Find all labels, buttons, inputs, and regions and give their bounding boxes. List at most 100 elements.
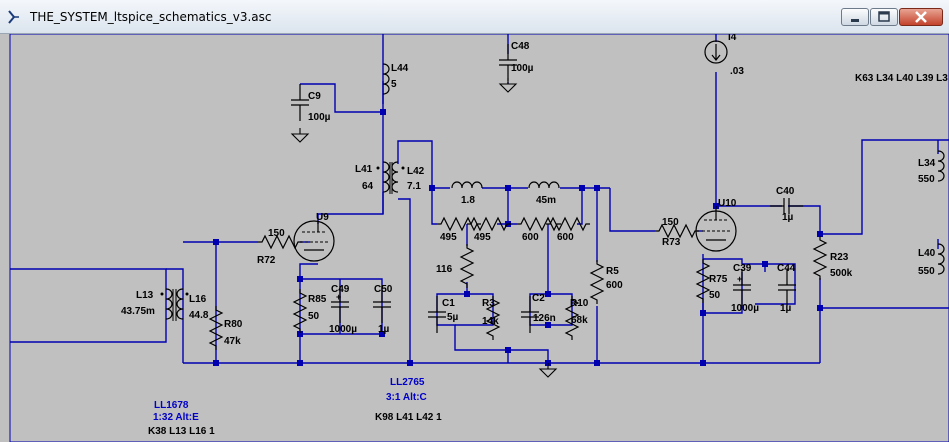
label-c2: C2 bbox=[532, 293, 545, 304]
label-c1: C1 bbox=[442, 298, 455, 309]
ltspice-app-icon bbox=[8, 10, 19, 24]
label-c39: C39 bbox=[733, 263, 752, 274]
maximize-button[interactable] bbox=[870, 8, 898, 26]
value-l41: 64 bbox=[362, 181, 374, 192]
label-l41: L41 bbox=[355, 164, 373, 175]
label-u9: U9 bbox=[316, 212, 329, 223]
label-l42: L42 bbox=[407, 166, 425, 177]
value-i4: .03 bbox=[730, 66, 744, 77]
ground-symbol-c48 bbox=[499, 77, 517, 93]
label-r23: R23 bbox=[830, 252, 849, 263]
value-r85: 50 bbox=[308, 311, 320, 322]
label-ll1678-ratio: 1:32 Alt:E bbox=[153, 412, 199, 423]
value-l13: 43.75m bbox=[121, 306, 155, 317]
label-l16: L16 bbox=[189, 294, 207, 305]
close-button[interactable] bbox=[899, 8, 943, 26]
resistor-filter-e[interactable] bbox=[460, 243, 474, 289]
ground-symbol-c9 bbox=[291, 127, 309, 143]
directive-k98: K98 L41 L42 1 bbox=[375, 412, 442, 423]
value-r75: 50 bbox=[709, 290, 721, 301]
value-c50: 1µ bbox=[378, 324, 390, 335]
value-resistor-filter-e: 116 bbox=[436, 264, 453, 275]
value-c1: 5µ bbox=[447, 312, 459, 323]
label-c9: C9 bbox=[308, 91, 321, 102]
directive-k63: K63 L34 L40 L39 L3 bbox=[855, 73, 948, 84]
schematic-canvas[interactable]: L44 5 C48 100µ I4 .03 C9 100µ L41 64 L42… bbox=[0, 34, 949, 442]
value-l42: 7.1 bbox=[407, 181, 421, 192]
triode-u9[interactable] bbox=[293, 220, 335, 262]
value-l40: 550 bbox=[918, 266, 935, 277]
value-c40: 1µ bbox=[782, 212, 794, 223]
directive-k38: K38 L13 L16 1 bbox=[148, 426, 215, 437]
capacitor-c9[interactable] bbox=[290, 83, 310, 122]
value-r80: 47k bbox=[224, 336, 241, 347]
inductor-l40[interactable] bbox=[937, 243, 945, 275]
label-r73: R73 bbox=[662, 237, 681, 248]
label-ll1678: LL1678 bbox=[154, 400, 189, 411]
inductor-filter-1[interactable] bbox=[451, 181, 483, 189]
inductor-l34[interactable] bbox=[937, 150, 945, 182]
sheet-border bbox=[9, 34, 949, 442]
label-c44: C44 bbox=[777, 263, 796, 274]
label-c48: C48 bbox=[511, 41, 530, 52]
label-r5: R5 bbox=[606, 266, 619, 277]
close-icon bbox=[915, 11, 927, 23]
label-r72: R72 bbox=[257, 255, 276, 266]
label-c49: C49 bbox=[331, 284, 350, 295]
label-r75: R75 bbox=[709, 274, 728, 285]
value-r73: 150 bbox=[662, 217, 679, 228]
value-r3: 14k bbox=[482, 316, 499, 327]
label-l34: L34 bbox=[918, 158, 936, 169]
inductor-l44[interactable] bbox=[382, 63, 390, 95]
resistor-r5[interactable] bbox=[590, 259, 604, 305]
window-controls bbox=[840, 8, 943, 28]
ground-symbol-main bbox=[539, 362, 557, 378]
value-r72: 150 bbox=[268, 228, 285, 239]
value-l34: 550 bbox=[918, 174, 935, 185]
value-resistor-filter-a: 495 bbox=[440, 232, 457, 243]
label-ll2765-ratio: 3:1 Alt:C bbox=[386, 392, 427, 403]
label-i4: I4 bbox=[728, 34, 737, 43]
transformer-l13-l16[interactable] bbox=[160, 288, 189, 321]
label-r10: R10 bbox=[570, 298, 589, 309]
value-c44: 1µ bbox=[780, 303, 792, 314]
value-l16: 44.8 bbox=[189, 310, 209, 321]
label-l13: L13 bbox=[136, 290, 154, 301]
value-resistor-filter-d: 600 bbox=[557, 232, 574, 243]
value-c49: 1000µ bbox=[329, 324, 357, 335]
value-c9: 100µ bbox=[308, 112, 331, 123]
minimize-icon bbox=[851, 19, 859, 22]
label-l44: L44 bbox=[391, 63, 409, 74]
value-c48: 100µ bbox=[511, 63, 534, 74]
junction-dots bbox=[213, 109, 823, 366]
value-inductor-filter-2: 45m bbox=[536, 195, 556, 206]
window-title: THE_SYSTEM_ltspice_schematics_v3.asc bbox=[30, 10, 272, 24]
value-l44: 5 bbox=[391, 79, 397, 90]
value-resistor-filter-b: 495 bbox=[474, 232, 491, 243]
label-c50: C50 bbox=[374, 284, 393, 295]
resistor-r23[interactable] bbox=[813, 235, 827, 281]
inductor-filter-2[interactable] bbox=[528, 181, 560, 189]
value-r23: 500k bbox=[830, 268, 853, 279]
minimize-button[interactable] bbox=[841, 8, 869, 26]
polarity-plus-c39: + bbox=[737, 274, 742, 284]
triode-u10[interactable] bbox=[695, 206, 737, 252]
label-ll2765: LL2765 bbox=[390, 377, 425, 388]
transformer-l41-l42[interactable] bbox=[376, 161, 405, 194]
capacitor-c44[interactable] bbox=[777, 268, 797, 307]
label-l40: L40 bbox=[918, 248, 936, 259]
polarity-plus-c49: + bbox=[336, 292, 341, 302]
label-r3: R3 bbox=[482, 298, 495, 309]
value-inductor-filter-1: 1.8 bbox=[461, 195, 475, 206]
current-source-i4[interactable] bbox=[704, 40, 728, 64]
value-r10: 68k bbox=[571, 315, 588, 326]
value-c2: 126n bbox=[533, 313, 556, 324]
label-r80: R80 bbox=[224, 319, 243, 330]
label-u10: U10 bbox=[718, 198, 737, 209]
title-bar: THE_SYSTEM_ltspice_schematics_v3.asc bbox=[0, 0, 949, 34]
maximize-icon bbox=[878, 11, 890, 22]
value-resistor-filter-c: 600 bbox=[522, 232, 539, 243]
label-r85: R85 bbox=[308, 294, 327, 305]
value-r5: 600 bbox=[606, 280, 623, 291]
label-c40: C40 bbox=[776, 186, 795, 197]
